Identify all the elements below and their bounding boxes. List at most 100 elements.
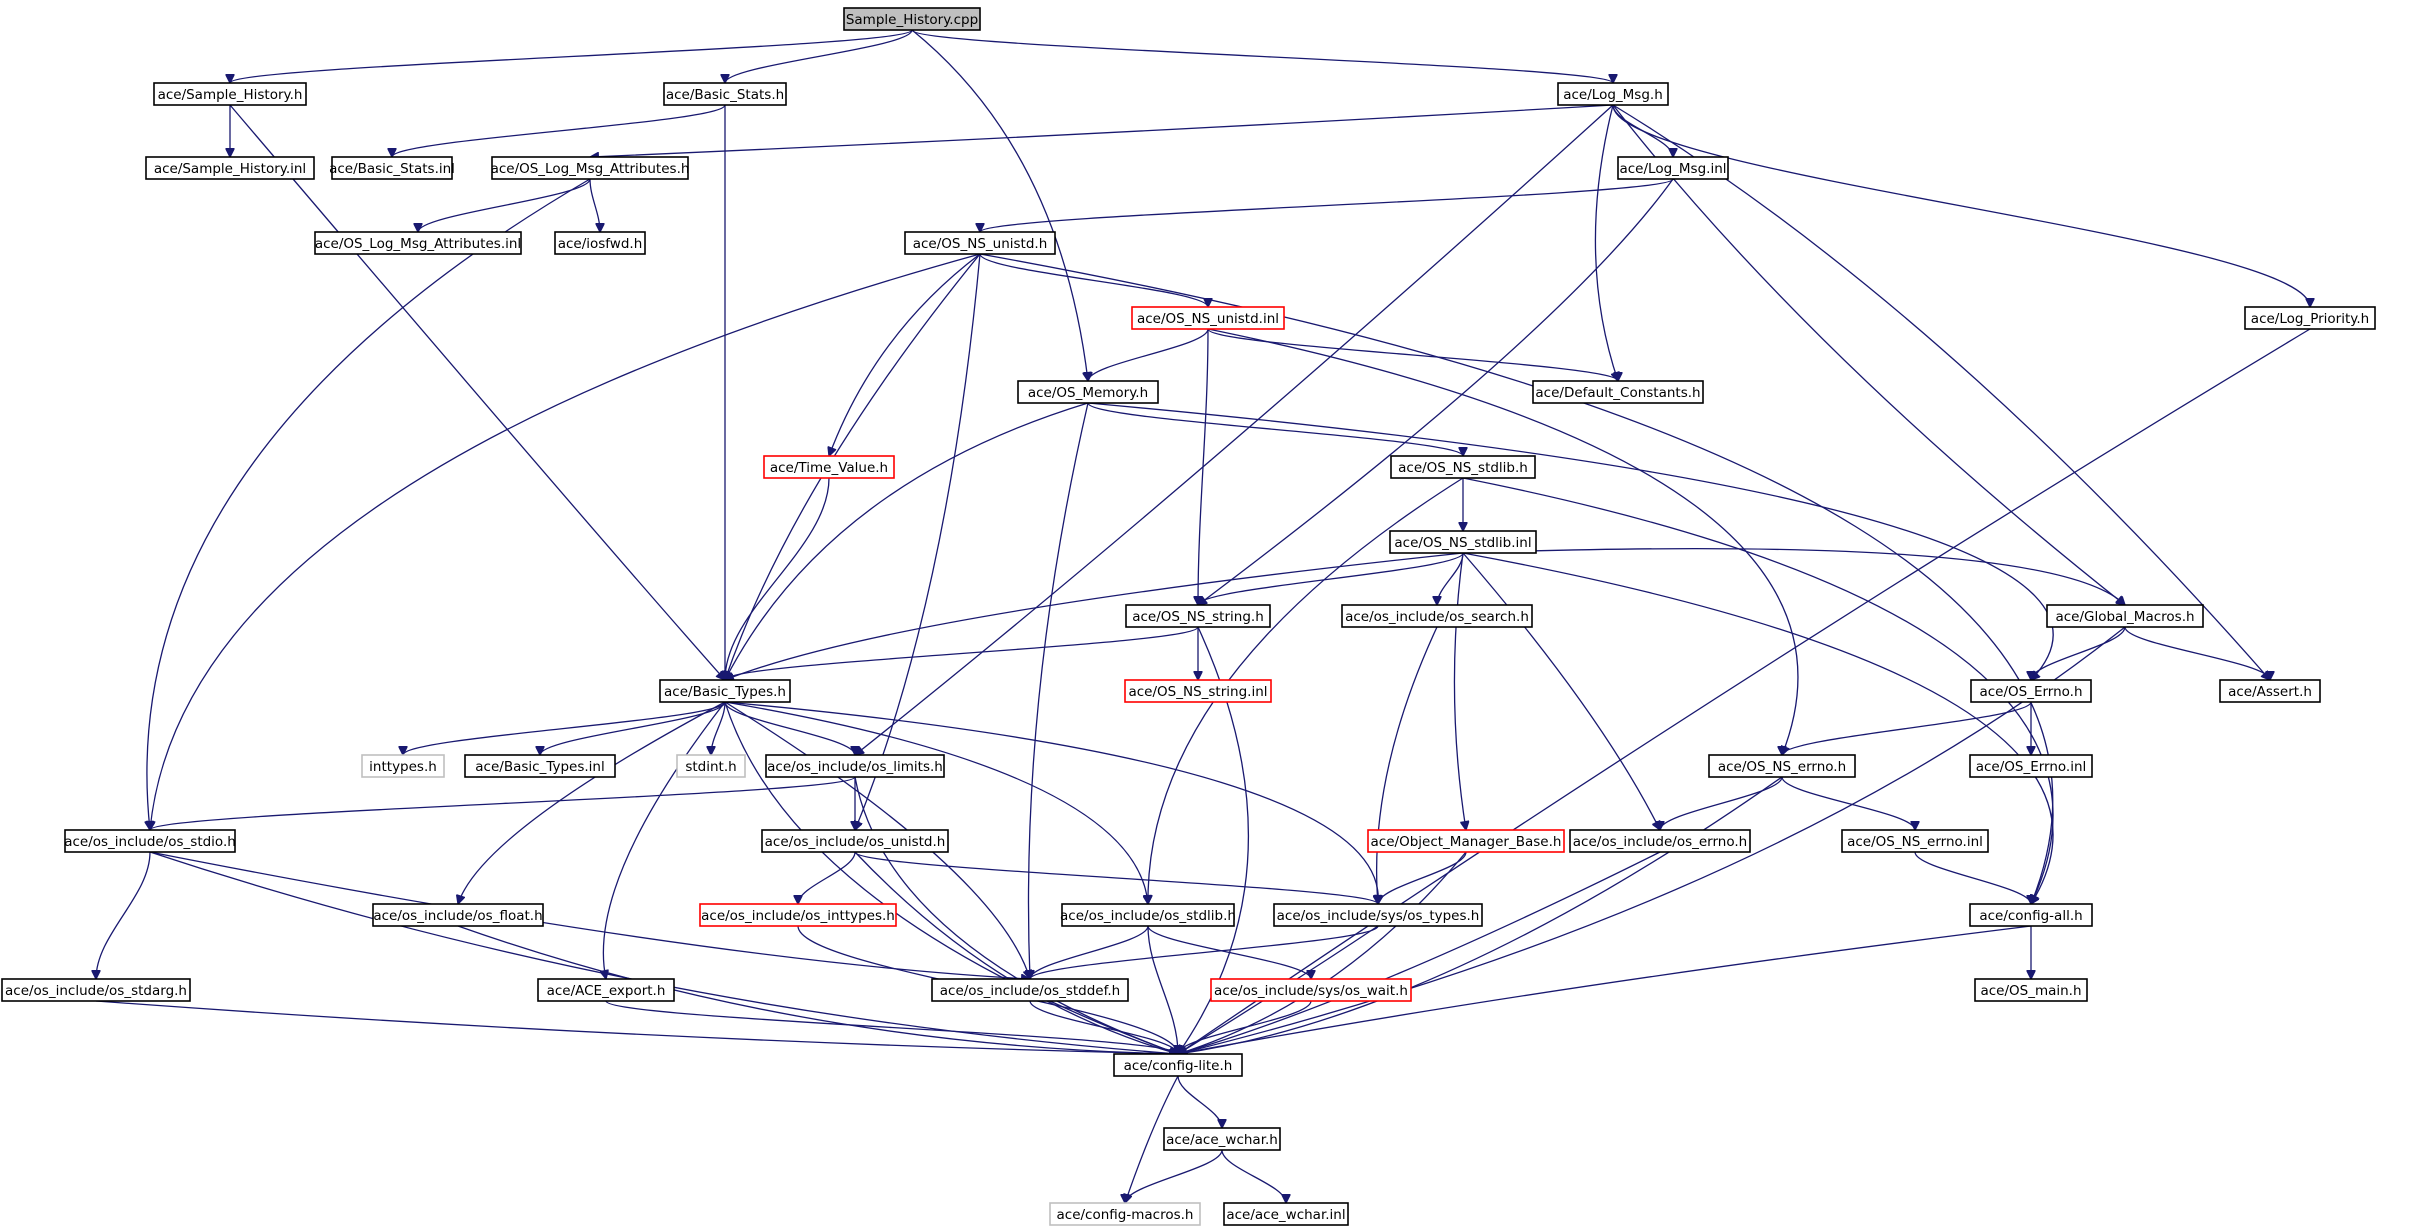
node-label: ace/os_include/os_stdarg.h xyxy=(5,983,187,999)
node-os-wait-h[interactable]: ace/os_include/sys/os_wait.h xyxy=(1210,978,1412,1002)
edge-os-memory-h-to-os-stddef-h xyxy=(1028,402,1089,979)
node-os-limits-h[interactable]: ace/os_include/os_limits.h xyxy=(765,754,945,778)
node-basic-types-h[interactable]: ace/Basic_Types.h xyxy=(659,679,791,703)
edge-log-msg-h-to-os-log-msg-attributes-h xyxy=(590,104,1614,157)
node-label: ace/os_include/os_stdio.h xyxy=(64,834,236,850)
node-default-constants-h[interactable]: ace/Default_Constants.h xyxy=(1532,380,1704,404)
edge-os-unistd-h-to-os-inttypes-h xyxy=(798,851,856,904)
node-box xyxy=(699,903,897,927)
node-config-all-h[interactable]: ace/config-all.h xyxy=(1969,903,2093,927)
edge-log-msg-inl-to-os-ns-unistd-h xyxy=(980,178,1674,232)
node-box xyxy=(659,679,791,703)
node-os-main-h[interactable]: ace/OS_main.h xyxy=(1974,978,2088,1002)
node-box xyxy=(1,978,191,1002)
node-os-stdarg-h[interactable]: ace/os_include/os_stdarg.h xyxy=(1,978,191,1002)
node-os-inttypes-h[interactable]: ace/os_include/os_inttypes.h xyxy=(699,903,897,927)
node-os-errno-hh[interactable]: ace/os_include/os_errno.h xyxy=(1569,829,1751,853)
edge-os-ns-errno-inl-to-config-all-h xyxy=(1914,851,2031,904)
node-os-stddef-h[interactable]: ace/os_include/os_stddef.h xyxy=(931,978,1129,1002)
node-label: ace/os_include/os_unistd.h xyxy=(765,834,946,850)
node-os-memory-h[interactable]: ace/OS_Memory.h xyxy=(1017,380,1159,404)
node-label: ace/OS_main.h xyxy=(1980,983,2081,999)
edge-basic-types-h-to-basic-types-inl xyxy=(540,701,726,755)
node-label: ace/config-macros.h xyxy=(1057,1207,1194,1223)
node-os-errno-h[interactable]: ace/OS_Errno.h xyxy=(1970,679,2092,703)
node-label: ace/ACE_export.h xyxy=(547,983,666,999)
node-log-priority-h[interactable]: ace/Log_Priority.h xyxy=(2244,306,2376,330)
edge-os-stdlib-h-to-config-lite-h xyxy=(1147,925,1178,1054)
node-os-unistd-h[interactable]: ace/os_include/os_unistd.h xyxy=(761,829,949,853)
node-box xyxy=(1390,455,1536,479)
node-label: ace/Basic_Types.inl xyxy=(475,759,604,775)
node-basic-stats-h[interactable]: ace/Basic_Stats.h xyxy=(663,82,787,106)
node-box xyxy=(1210,978,1412,1002)
node-sample-history-cpp[interactable]: Sample_History.cpp xyxy=(843,7,981,31)
node-box xyxy=(765,754,945,778)
node-log-msg-inl[interactable]: ace/Log_Msg.inl xyxy=(1617,156,1729,180)
node-label: ace/Time_Value.h xyxy=(770,460,888,476)
edge-log-msg-h-to-log-priority-h xyxy=(1612,104,2310,307)
node-os-log-msg-attributes-inl[interactable]: ace/OS_Log_Msg_Attributes.inl xyxy=(314,231,522,255)
node-os-ns-unistd-inl[interactable]: ace/OS_NS_unistd.inl xyxy=(1131,306,1285,330)
node-box xyxy=(1569,829,1751,853)
node-os-log-msg-attributes-h[interactable]: ace/OS_Log_Msg_Attributes.h xyxy=(491,156,690,180)
node-sample-history-h[interactable]: ace/Sample_History.h xyxy=(153,82,307,106)
node-os-ns-stdlib-inl[interactable]: ace/OS_NS_stdlib.inl xyxy=(1389,530,1537,554)
node-box xyxy=(64,829,236,853)
edge-os-ns-unistd-inl-to-os-memory-h xyxy=(1088,328,1209,381)
node-label: ace/Default_Constants.h xyxy=(1535,385,1700,401)
edge-os-ns-stdlib-inl-to-config-all-h xyxy=(1462,552,2054,904)
node-os-stdio-h[interactable]: ace/os_include/os_stdio.h xyxy=(64,829,236,853)
node-label: ace/os_include/os_errno.h xyxy=(1573,834,1747,850)
edge-os-ns-errno-h-to-os-errno-hh xyxy=(1660,776,1783,830)
node-os-ns-errno-inl[interactable]: ace/OS_NS_errno.inl xyxy=(1841,829,1989,853)
node-box xyxy=(663,82,787,106)
node-ace-wchar-inl[interactable]: ace/ace_wchar.inl xyxy=(1223,1202,1349,1226)
node-box xyxy=(331,156,453,180)
edge-layer xyxy=(96,29,2311,1203)
node-label: ace/OS_Log_Msg_Attributes.h xyxy=(491,161,690,177)
node-global-macros-h[interactable]: ace/Global_Macros.h xyxy=(2046,604,2204,628)
edge-basic-types-h-to-stdint-h xyxy=(711,701,726,755)
node-label: stdint.h xyxy=(685,759,736,775)
node-assert-h[interactable]: ace/Assert.h xyxy=(2219,679,2321,703)
node-os-errno-inl[interactable]: ace/OS_Errno.inl xyxy=(1969,754,2093,778)
edge-log-msg-h-to-os-limits-h xyxy=(855,104,1614,755)
node-label: inttypes.h xyxy=(369,759,437,775)
node-ace-export-h[interactable]: ace/ACE_export.h xyxy=(537,978,675,1002)
node-os-float-h[interactable]: ace/os_include/os_float.h xyxy=(372,903,544,927)
node-basic-types-inl[interactable]: ace/Basic_Types.inl xyxy=(464,754,616,778)
edge-log-priority-h-to-config-lite-h xyxy=(1178,328,2311,1054)
node-label: ace/ace_wchar.inl xyxy=(1226,1207,1345,1223)
node-os-types-h[interactable]: ace/os_include/sys/os_types.h xyxy=(1273,903,1483,927)
edge-os-float-h-to-config-lite-h xyxy=(457,925,1178,1054)
node-label: ace/OS_Errno.inl xyxy=(1976,759,2087,775)
node-time-value-h[interactable]: ace/Time_Value.h xyxy=(763,455,895,479)
node-label: ace/Basic_Stats.inl xyxy=(329,161,455,177)
node-label: ace/Object_Manager_Base.h xyxy=(1371,834,1562,850)
node-os-search-h[interactable]: ace/os_include/os_search.h xyxy=(1341,604,1533,628)
node-os-ns-string-h[interactable]: ace/OS_NS_string.h xyxy=(1125,604,1271,628)
node-os-ns-errno-h[interactable]: ace/OS_NS_errno.h xyxy=(1708,754,1856,778)
node-label: ace/os_include/os_limits.h xyxy=(767,759,943,775)
node-object-manager-base-h[interactable]: ace/Object_Manager_Base.h xyxy=(1367,829,1565,853)
edge-basic-types-h-to-inttypes-h xyxy=(403,701,726,755)
node-config-lite-h[interactable]: ace/config-lite.h xyxy=(1113,1053,1243,1077)
edge-os-ns-stdlib-inl-to-object-manager-base-h xyxy=(1453,552,1466,830)
node-os-ns-string-inl[interactable]: ace/OS_NS_string.inl xyxy=(1124,679,1272,703)
node-ace-wchar-h[interactable]: ace/ace_wchar.h xyxy=(1163,1127,1281,1151)
edge-os-search-h-to-os-types-h xyxy=(1377,626,1438,904)
node-os-stdlib-h[interactable]: ace/os_include/os_stdlib.h xyxy=(1060,903,1236,927)
node-os-ns-unistd-h[interactable]: ace/OS_NS_unistd.h xyxy=(904,231,1056,255)
node-basic-stats-inl[interactable]: ace/Basic_Stats.inl xyxy=(329,156,455,180)
node-os-ns-stdlib-h[interactable]: ace/OS_NS_stdlib.h xyxy=(1390,455,1536,479)
node-sample-history-inl[interactable]: ace/Sample_History.inl xyxy=(145,156,315,180)
edge-log-msg-h-to-default-constants-h xyxy=(1594,104,1618,381)
node-label: ace/Global_Macros.h xyxy=(2055,609,2194,625)
node-iosfwd-h[interactable]: ace/iosfwd.h xyxy=(554,231,646,255)
node-box xyxy=(1163,1127,1281,1151)
node-log-msg-h[interactable]: ace/Log_Msg.h xyxy=(1557,82,1669,106)
node-box xyxy=(491,156,689,180)
edge-basic-types-h-to-os-types-h xyxy=(724,701,1378,904)
